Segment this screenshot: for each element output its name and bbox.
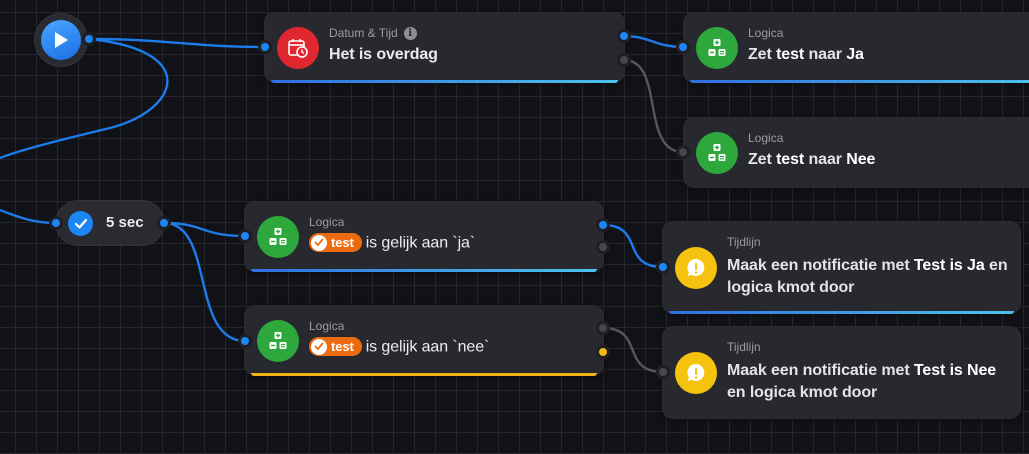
node-category: Logica — [748, 131, 784, 145]
start-output-port[interactable] — [85, 35, 93, 43]
node-status-bar — [271, 80, 618, 83]
notification-alert-icon — [675, 351, 717, 394]
node-title: Maak een notificatie met Test is Nee en … — [727, 362, 997, 401]
notification-alert-icon — [675, 246, 717, 289]
notification-ja-node[interactable]: Tijdlijn Maak een notificatie met Test i… — [663, 222, 1020, 314]
datetime-input-port[interactable] — [261, 43, 269, 51]
cond-ja-false-port[interactable] — [599, 243, 607, 251]
set-ja-input-port[interactable] — [679, 43, 687, 51]
node-title: Maak een notificatie met Test is Ja en l… — [727, 257, 1008, 296]
variable-token[interactable]: test — [309, 337, 362, 356]
play-icon — [55, 32, 68, 48]
node-title: Zet test naar Nee — [748, 151, 876, 168]
delay-input-port[interactable] — [52, 219, 60, 227]
wire-start-to-datetime — [88, 37, 266, 49]
node-category: Logica — [748, 26, 784, 40]
info-icon[interactable]: i — [403, 26, 417, 40]
node-status-bar — [690, 80, 1029, 83]
cond-nee-true-port[interactable] — [599, 324, 607, 332]
condition-nee-node[interactable]: Logica test is gelijk aan `nee` — [245, 306, 603, 376]
condition-ja-node[interactable]: Logica test is gelijk aan `ja` — [245, 202, 603, 272]
notification-nee-node[interactable]: Tijdlijn Maak een notificatie met Test i… — [663, 327, 1020, 418]
set-nee-input-port[interactable] — [679, 148, 687, 156]
cond-nee-input-port[interactable] — [241, 337, 249, 345]
wire-datetime-false-to-set-nee — [623, 58, 684, 154]
node-status-bar — [669, 311, 1014, 314]
delay-label: 5 sec — [106, 214, 144, 231]
cond-ja-input-port[interactable] — [241, 232, 249, 240]
node-category: Logica — [309, 215, 345, 229]
delay-node[interactable]: 5 sec — [56, 201, 164, 245]
play-button[interactable] — [41, 20, 81, 60]
node-title: Zet test naar Ja — [748, 46, 864, 63]
node-category: Tijdlijn — [727, 340, 761, 354]
wire-cond-ja-true-to-notif-ja — [602, 223, 664, 269]
wire-delay-to-cond-nee — [163, 221, 246, 343]
set-test-nee-node[interactable]: Logica Zet test naar Nee — [684, 118, 1029, 187]
node-title: test is gelijk aan `ja` — [309, 233, 475, 253]
notif-nee-input-port[interactable] — [659, 368, 667, 376]
node-status-bar — [251, 373, 597, 376]
check-circle-icon — [68, 211, 93, 236]
cond-ja-true-port[interactable] — [599, 221, 607, 229]
set-test-ja-node[interactable]: Logica Zet test naar Ja — [684, 13, 1029, 83]
start-trigger-node[interactable] — [35, 14, 87, 66]
calculator-icon — [257, 319, 299, 362]
node-title: Het is overdag — [329, 46, 438, 63]
wire-cond-nee-false-to-notif-nee — [602, 326, 664, 374]
check-icon — [311, 338, 327, 355]
datetime-false-port[interactable] — [620, 56, 628, 64]
notif-ja-input-port[interactable] — [659, 263, 667, 271]
calculator-icon — [696, 131, 738, 174]
cond-nee-false-port[interactable] — [599, 348, 607, 356]
node-category: Tijdlijn — [727, 235, 761, 249]
wire-offscreen-to-delay — [0, 208, 57, 225]
node-status-bar — [251, 269, 597, 272]
node-category: Datum & Tijd — [329, 26, 398, 40]
datetime-true-port[interactable] — [620, 32, 628, 40]
datetime-condition-node[interactable]: Datum & Tijd i Het is overdag — [265, 13, 624, 83]
node-category: Logica — [309, 319, 345, 333]
wire-start-to-offscreen — [0, 37, 169, 160]
calculator-icon — [257, 215, 299, 258]
check-icon — [311, 234, 327, 251]
wire-datetime-true-to-set-ja — [623, 34, 684, 49]
wire-delay-to-cond-ja — [163, 221, 246, 238]
calendar-clock-icon — [277, 26, 319, 69]
node-title: test is gelijk aan `nee` — [309, 337, 489, 357]
calculator-icon — [696, 26, 738, 69]
delay-output-port[interactable] — [160, 219, 168, 227]
variable-token[interactable]: test — [309, 233, 362, 252]
